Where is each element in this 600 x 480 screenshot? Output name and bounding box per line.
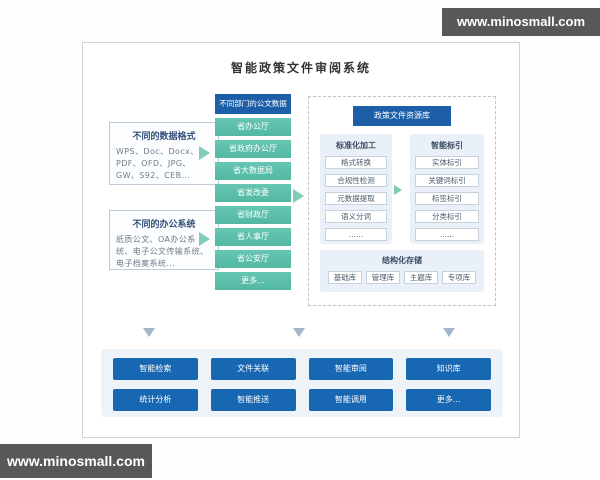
applications-panel: 智能检索 文件关联 智能审阅 知识库 统计分析 智能推送 智能调用 更多... bbox=[101, 349, 503, 417]
department-item: 省政府办公厅 bbox=[215, 140, 291, 158]
app-smart-push: 智能推送 bbox=[210, 389, 296, 411]
departments-header: 不同部门的公文数据 bbox=[215, 94, 291, 114]
processing-item: 元数据提取 bbox=[325, 192, 387, 205]
storage-item: 专项库 bbox=[442, 271, 476, 284]
processing-item: 合规性检测 bbox=[325, 174, 387, 187]
indexing-panel: 智能标引 实体标引 关键词标引 标签标引 分类标引 ...... bbox=[410, 134, 484, 244]
app-smart-invoke: 智能调用 bbox=[308, 389, 394, 411]
page-title: 智能政策文件审阅系统 bbox=[230, 61, 371, 75]
departments-column: 不同部门的公文数据 省办公厅 省政府办公厅 省大数据局 省发改委 省财政厅 省人… bbox=[215, 94, 291, 290]
storage-title: 结构化存储 bbox=[382, 256, 422, 265]
office-systems-body: 纸质公文、OA办公系统、电子公文传输系统、电子档案系统... bbox=[116, 235, 209, 268]
app-statistics: 统计分析 bbox=[113, 389, 198, 411]
department-item: 省公安厅 bbox=[215, 250, 291, 268]
flow-arrow-right-icon bbox=[293, 189, 304, 203]
app-file-association: 文件关联 bbox=[210, 358, 296, 380]
flow-arrow-right-icon bbox=[199, 146, 210, 160]
standardization-panel: 标准化加工 格式转换 合规性检测 元数据提取 语义分词 ...... bbox=[320, 134, 392, 244]
indexing-item: 标签标引 bbox=[415, 192, 479, 205]
storage-item: 主题库 bbox=[404, 271, 438, 284]
applications-row: 智能检索 文件关联 智能审阅 知识库 bbox=[101, 358, 503, 380]
flow-arrow-right-icon bbox=[394, 185, 402, 195]
indexing-title: 智能标引 bbox=[431, 141, 463, 150]
policy-repository-box: 政策文件资源库 标准化加工 格式转换 合规性检测 元数据提取 语义分词 ....… bbox=[308, 96, 496, 306]
storage-row: 基础库 管理库 主题库 专项库 bbox=[328, 271, 476, 284]
watermark-bottom: www.minosmall.com bbox=[0, 444, 152, 478]
department-item: 省大数据局 bbox=[215, 162, 291, 180]
storage-item: 管理库 bbox=[366, 271, 400, 284]
department-item: 省办公厅 bbox=[215, 118, 291, 136]
data-formats-body: WPS、Doc、Docx、PDF、OFD、JPG、GW、S92、CEB... bbox=[116, 147, 199, 180]
data-formats-title: 不同的数据格式 bbox=[132, 132, 196, 142]
office-systems-title: 不同的办公系统 bbox=[132, 220, 196, 230]
department-item-more: 更多... bbox=[215, 272, 291, 290]
office-systems-box: 不同的办公系统 纸质公文、OA办公系统、电子公文传输系统、电子档案系统... bbox=[109, 210, 219, 270]
applications-row: 统计分析 智能推送 智能调用 更多... bbox=[101, 389, 503, 411]
policy-repository-header: 政策文件资源库 bbox=[353, 106, 451, 126]
processing-item: 语义分词 bbox=[325, 210, 387, 223]
storage-panel: 结构化存储 基础库 管理库 主题库 专项库 bbox=[320, 250, 484, 292]
app-smart-search: 智能检索 bbox=[113, 358, 198, 380]
watermark-top: www.minosmall.com bbox=[442, 8, 600, 36]
app-smart-review: 智能审阅 bbox=[308, 358, 394, 380]
processing-item-more: ...... bbox=[325, 228, 387, 241]
app-more: 更多... bbox=[406, 389, 491, 411]
diagram-card: 智能政策文件审阅系统 不同的数据格式 WPS、Doc、Docx、PDF、OFD、… bbox=[82, 42, 520, 438]
app-knowledge-base: 知识库 bbox=[406, 358, 491, 380]
indexing-item: 实体标引 bbox=[415, 156, 479, 169]
flow-arrow-down-icon bbox=[443, 328, 455, 337]
indexing-item: 关键词标引 bbox=[415, 174, 479, 187]
department-item: 省发改委 bbox=[215, 184, 291, 202]
flow-arrow-down-icon bbox=[143, 328, 155, 337]
indexing-item: 分类标引 bbox=[415, 210, 479, 223]
indexing-item-more: ...... bbox=[415, 228, 479, 241]
processing-item: 格式转换 bbox=[325, 156, 387, 169]
flow-arrow-down-icon bbox=[293, 328, 305, 337]
department-item: 省人事厅 bbox=[215, 228, 291, 246]
storage-item: 基础库 bbox=[328, 271, 362, 284]
flow-arrow-right-icon bbox=[199, 232, 210, 246]
department-item: 省财政厅 bbox=[215, 206, 291, 224]
standardization-title: 标准化加工 bbox=[336, 141, 376, 150]
